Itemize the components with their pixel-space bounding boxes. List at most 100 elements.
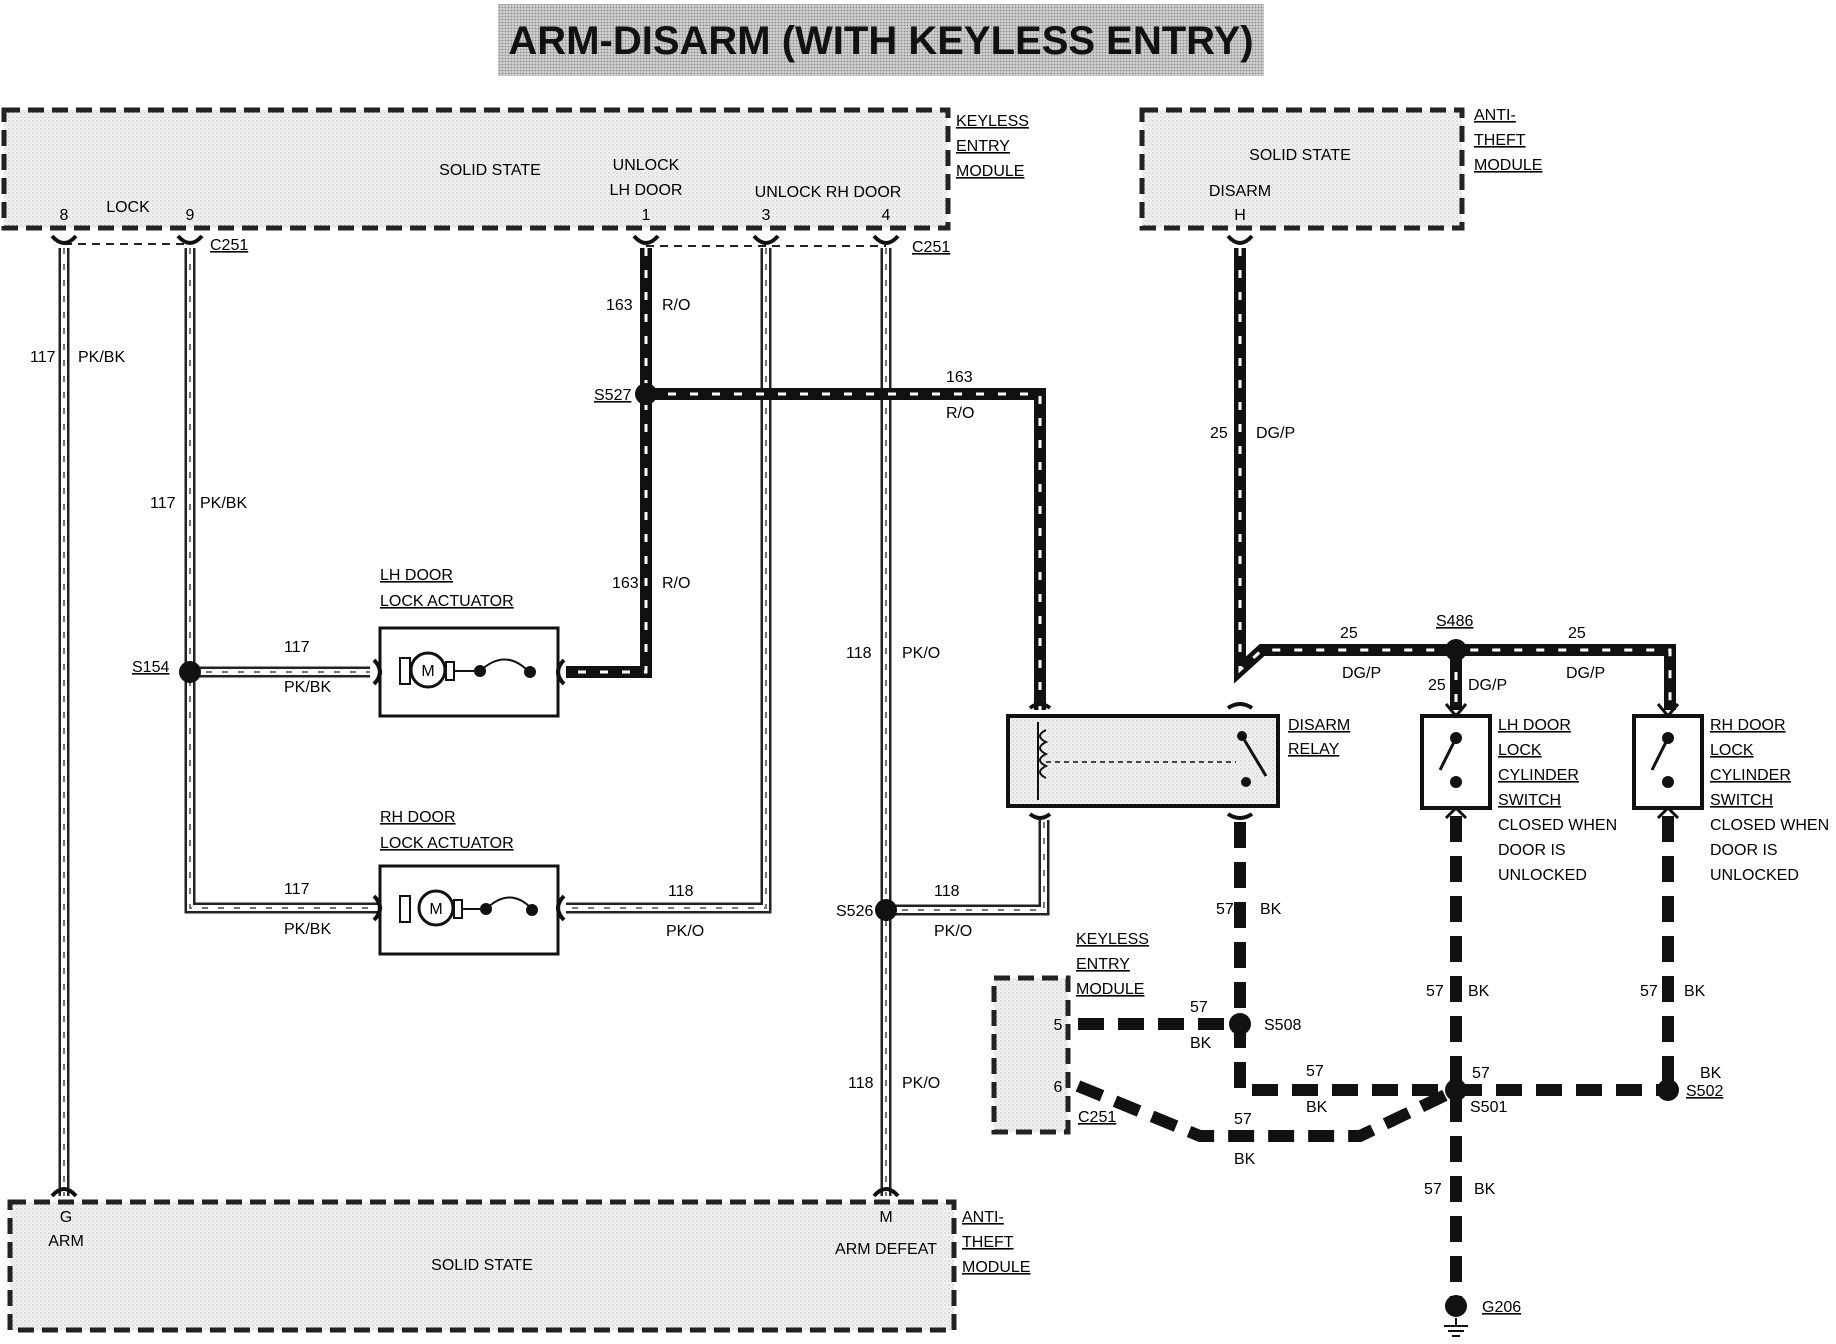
- wire-color: R/O: [662, 575, 690, 592]
- module-name-line: KEYLESS: [1076, 931, 1149, 948]
- pin-5: 5: [1054, 1017, 1063, 1034]
- wire-color: DG/P: [1256, 425, 1295, 442]
- wire-color: PK/O: [666, 923, 704, 940]
- splice-label: S527: [594, 387, 631, 404]
- switch-label: LH DOOR: [1498, 717, 1571, 734]
- circuit-number: 57: [1306, 1063, 1324, 1080]
- switch-note: CLOSED WHEN: [1498, 817, 1617, 834]
- unlock-label: UNLOCK: [613, 157, 680, 174]
- diagram-title: ARM-DISARM (WITH KEYLESS ENTRY): [508, 19, 1253, 63]
- circuit-number: 25: [1568, 625, 1586, 642]
- wire-color: DG/P: [1342, 665, 1381, 682]
- pin-g: G: [60, 1209, 72, 1226]
- wire-color: BK: [1468, 983, 1490, 1000]
- circuit-number: 57: [1426, 983, 1444, 1000]
- switch-label: LOCK: [1710, 742, 1754, 759]
- circuit-number: 57: [1190, 999, 1208, 1016]
- splice-label: S501: [1470, 1099, 1507, 1116]
- splice-label: S508: [1264, 1017, 1301, 1034]
- disarm-relay: DISARM RELAY: [1006, 702, 1350, 820]
- wire-163-ro: [566, 248, 1046, 710]
- splice-label: S502: [1686, 1083, 1723, 1100]
- wire-color: BK: [1474, 1181, 1496, 1198]
- switch-note: CLOSED WHEN: [1710, 817, 1829, 834]
- wire-57-bk: [1075, 816, 1674, 1306]
- circuit-number: 163: [946, 369, 973, 386]
- wire-118-pko: [566, 248, 1050, 1196]
- circuit-number: 25: [1340, 625, 1358, 642]
- splice-s502: [1657, 1079, 1679, 1101]
- solid-state-label: SOLID STATE: [431, 1257, 533, 1274]
- anti-theft-module-bottom: G ARM M ARM DEFEAT SOLID STATE ANTI- THE…: [7, 1199, 1030, 1333]
- pin-m: M: [879, 1209, 892, 1226]
- splice-label: S486: [1436, 613, 1473, 630]
- module-name-line: MODULE: [1076, 981, 1144, 998]
- wire-color: PK/O: [934, 923, 972, 940]
- pin-4: 4: [882, 207, 891, 224]
- circuit-number: 118: [934, 883, 960, 900]
- circuit-number: 57: [1640, 983, 1658, 1000]
- splice-s154: [179, 661, 201, 683]
- splice-s527: [635, 383, 657, 405]
- wire-color: BK: [1306, 1099, 1328, 1116]
- actuator-label: LH DOOR: [380, 567, 453, 584]
- solid-state-label: SOLID STATE: [1249, 147, 1351, 164]
- module-name-line: MODULE: [956, 163, 1024, 180]
- wire-color: BK: [1234, 1151, 1256, 1168]
- actuator-label: LOCK ACTUATOR: [380, 593, 514, 610]
- anti-theft-module-top: SOLID STATE DISARM H ANTI- THEFT MODULE: [1139, 107, 1542, 231]
- actuator-label: LOCK ACTUATOR: [380, 835, 514, 852]
- switch-note: UNLOCKED: [1498, 867, 1587, 884]
- arm-defeat-label: ARM DEFEAT: [835, 1241, 937, 1258]
- wire-color: PK/O: [902, 645, 940, 662]
- circuit-number: 57: [1424, 1181, 1442, 1198]
- c251-connector-label: C251: [1078, 1109, 1116, 1126]
- wire-color: PK/BK: [78, 349, 125, 366]
- pin-h: H: [1234, 207, 1246, 224]
- wire-color: BK: [1190, 1035, 1212, 1052]
- rh-door-lock-actuator: M RH DOOR LOCK ACTUATOR: [372, 809, 566, 956]
- pin-1: 1: [642, 207, 651, 224]
- circuit-number: 25: [1210, 425, 1228, 442]
- module-name-line: THEFT: [1474, 132, 1526, 149]
- circuit-number: 25: [1428, 677, 1446, 694]
- wire-color: DG/P: [1566, 665, 1605, 682]
- connector-shells: C251 C251: [64, 237, 950, 256]
- unlock-rh-door-label: UNLOCK RH DOOR: [755, 184, 902, 201]
- c251-right-label: C251: [912, 239, 950, 256]
- ground-label: G206: [1482, 1299, 1521, 1316]
- splice-label: S526: [836, 903, 873, 920]
- switch-note: DOOR IS: [1498, 842, 1566, 859]
- c251-left-label: C251: [210, 237, 248, 254]
- switch-note: DOOR IS: [1710, 842, 1778, 859]
- rh-door-lock-cylinder-switch: RH DOOR LOCK CYLINDER SWITCH CLOSED WHEN…: [1632, 703, 1829, 884]
- lh-door-label: LH DOOR: [610, 182, 683, 199]
- module-name-line: MODULE: [1474, 157, 1542, 174]
- wire-color: PK/BK: [200, 495, 247, 512]
- switch-label: RH DOOR: [1710, 717, 1786, 734]
- splice-s501: [1445, 1079, 1467, 1101]
- pin-9: 9: [186, 207, 195, 224]
- actuator-label: RH DOOR: [380, 809, 456, 826]
- circuit-number: 117: [284, 881, 310, 898]
- pin-hooks: [50, 234, 1254, 1198]
- wire-117-pkbk: [58, 248, 378, 1196]
- wire-color: PK/BK: [284, 921, 331, 938]
- wire-color: R/O: [946, 405, 974, 422]
- wire-color: DG/P: [1468, 677, 1507, 694]
- ground-g206: [1445, 1295, 1467, 1317]
- wire-color: PK/O: [902, 1075, 940, 1092]
- relay-label: RELAY: [1288, 741, 1340, 758]
- wire-color: BK: [1260, 901, 1282, 918]
- switch-label: CYLINDER: [1498, 767, 1579, 784]
- wire-labels: 117 PK/BK 117 PK/BK 117 PK/BK 117 PK/BK …: [30, 297, 1722, 1198]
- lock-label: LOCK: [106, 199, 150, 216]
- circuit-number: 118: [846, 645, 872, 662]
- switch-label: LOCK: [1498, 742, 1542, 759]
- pin-3: 3: [762, 207, 771, 224]
- circuit-number: 163: [612, 575, 639, 592]
- wire-color: PK/BK: [284, 679, 331, 696]
- pin-8: 8: [60, 207, 69, 224]
- circuit-number: 57: [1234, 1111, 1252, 1128]
